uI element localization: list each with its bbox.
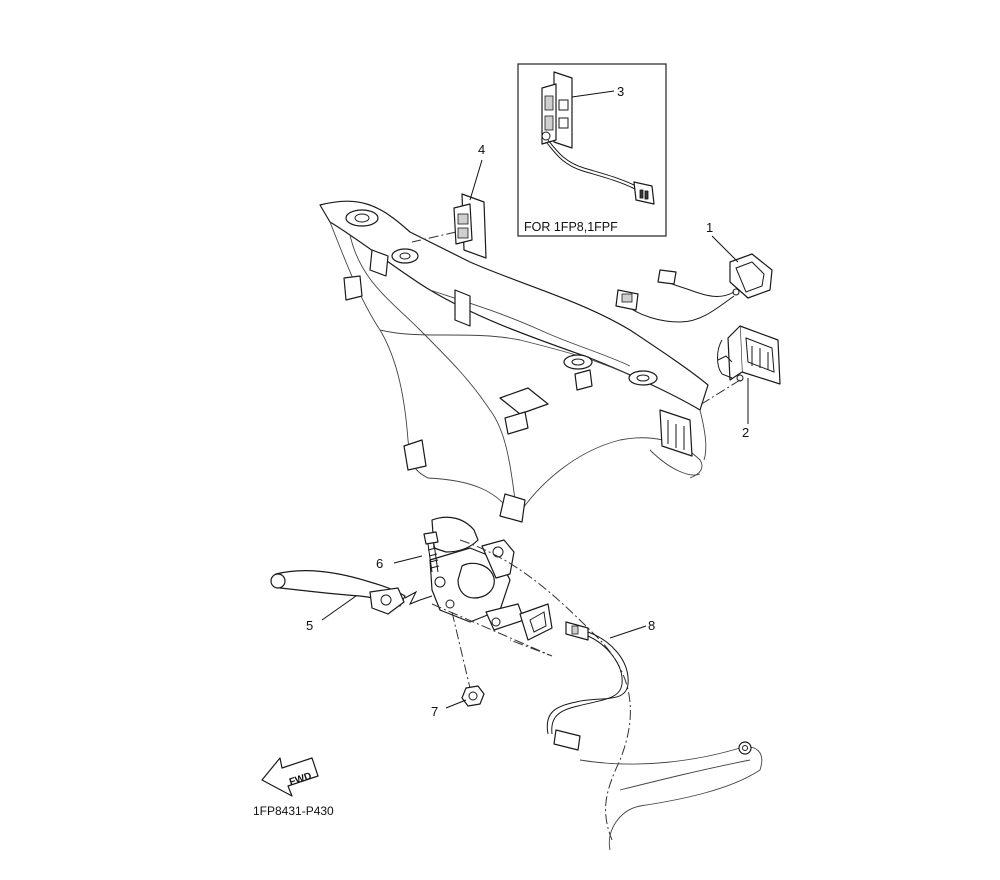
part-6-bolt: 6: [376, 531, 440, 573]
part-8-brake-switch: 8: [546, 618, 655, 751]
callout-4: 4: [478, 142, 485, 157]
inset-switch-drawing: [541, 71, 655, 205]
callout-5: 5: [306, 618, 313, 633]
fwd-arrow-icon: FWD: [261, 757, 319, 797]
inset-label: FOR 1FP8,1FPF: [524, 220, 618, 234]
callout-2: 2: [742, 425, 749, 440]
part-1-switch-with-cable: 1: [615, 220, 773, 323]
callout-3: 3: [617, 84, 624, 99]
handlebar-cover: [319, 200, 709, 523]
callout-7: 7: [431, 704, 438, 719]
inset-box: 3 FOR 1FP8,1FPF: [517, 63, 667, 237]
diagram-code: 1FP8431-P430: [253, 804, 334, 818]
callout-1: 1: [706, 220, 713, 235]
part-7-nut: 7: [431, 685, 485, 719]
callout-6: 6: [376, 556, 383, 571]
brake-lever-assembly: [270, 516, 763, 851]
part-2-housing: 2: [699, 325, 781, 440]
callout-8: 8: [648, 618, 655, 633]
part-4-switch: 4: [411, 142, 487, 259]
